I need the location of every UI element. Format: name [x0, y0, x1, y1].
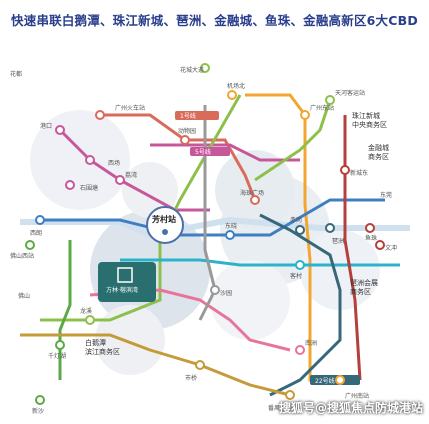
station-label: 龙溪	[80, 307, 92, 315]
station-dot	[35, 395, 45, 405]
area-baietan: 白鹅潭滨江商务区	[85, 338, 120, 356]
fangcun-hub	[146, 206, 184, 244]
station-label: 客村	[290, 272, 302, 280]
station-dot	[365, 223, 375, 233]
station-label: 花城大道	[180, 66, 204, 74]
metro-line-5b	[150, 143, 300, 162]
station-dot	[375, 240, 385, 250]
watermark: 搜狐号@搜狐焦点防城港站	[278, 401, 423, 415]
station-dot	[200, 63, 210, 73]
area-dongguan: 东莞	[380, 191, 392, 199]
station-dot	[180, 135, 190, 145]
station-label: 石围塘	[80, 184, 98, 192]
station-dot	[325, 223, 335, 233]
station-label: 西朗	[30, 229, 42, 237]
area-bubble	[210, 260, 290, 340]
area-pazhou: 琶洲会展商务区	[350, 278, 378, 296]
station-label: 机场北	[227, 82, 245, 90]
station-label: 赤岗	[290, 217, 302, 224]
station-label: 琶洲	[332, 238, 344, 245]
station-dot	[340, 165, 350, 175]
line1-badge	[175, 111, 219, 120]
station-label: 新沙	[32, 407, 44, 415]
station-dot	[25, 240, 35, 250]
station-label: 千灯湖	[48, 352, 66, 360]
station-label: 文冲	[385, 244, 397, 252]
station-label: 广州南站	[345, 392, 369, 400]
station-dot	[285, 390, 295, 400]
station-markers: 花城大道 机场北 广州火车站 广州东站 西场 动物园 石围塘 西朗 东晓 琶洲 …	[10, 63, 397, 415]
line1-label: 1号线	[180, 112, 196, 120]
station-dot	[295, 225, 305, 235]
station-dot	[295, 260, 305, 270]
station-dot	[300, 110, 310, 120]
station-label: 新城东	[350, 169, 368, 177]
station-dot	[55, 340, 65, 350]
area-financial: 金融城商务区	[368, 143, 389, 161]
station-label: 荔湾	[125, 171, 137, 179]
station-dot	[85, 155, 95, 165]
station-label: 市桥	[185, 374, 197, 382]
metro-line-green-b	[254, 99, 332, 182]
station-label: 港口	[40, 122, 52, 130]
station-label: 天河客运站	[335, 89, 365, 97]
area-bubble	[95, 305, 165, 375]
station-label: 广州火车站	[115, 104, 145, 112]
station-label: 番禺广场	[268, 404, 292, 412]
station-label: 鱼珠	[365, 234, 377, 242]
station-dot	[35, 215, 45, 225]
station-dot	[210, 285, 220, 295]
metro-line-ochre	[20, 333, 291, 397]
station-dot	[325, 95, 335, 105]
metro-line-darkred	[343, 115, 362, 381]
station-label: 佛山西站	[10, 252, 34, 260]
map-title: 快速串联白鹅潭、珠江新城、琶洲、金融城、鱼珠、金融高新区6大CBD	[11, 13, 418, 28]
metro-line-guangfo	[58, 240, 72, 380]
metro-line-teal	[259, 213, 342, 397]
station-dot	[227, 90, 237, 100]
logo-emblem	[117, 267, 133, 283]
metro-line-gray	[198, 105, 217, 321]
station-dot	[65, 180, 75, 190]
project-logo-text: 方林·榕滨湾	[106, 286, 138, 294]
station-dot	[95, 110, 105, 120]
station-label: 西场	[108, 159, 120, 167]
station-label: 海珠广场	[240, 189, 264, 197]
area-huadu: 花都	[10, 70, 22, 78]
station-dot	[195, 360, 205, 370]
station-dot	[250, 195, 260, 205]
station-label: 沙园	[220, 290, 232, 297]
transfer-icon	[162, 229, 168, 235]
area-foshan: 佛山	[18, 292, 30, 300]
station-dot	[225, 230, 235, 240]
station-label: 广州东站	[310, 104, 334, 112]
station-label: 南洲	[305, 339, 317, 347]
station-dot	[295, 345, 305, 355]
area-bubble	[30, 110, 130, 210]
station-dot	[115, 175, 125, 185]
area-bubble	[215, 150, 295, 230]
station-dot	[85, 315, 95, 325]
line5-label: 5号线	[195, 148, 211, 156]
station-label: 东晓	[225, 222, 237, 230]
station-label: 动物园	[178, 127, 196, 135]
line22-label: 22号线	[315, 377, 335, 385]
fangcun-label: 芳村站	[152, 214, 176, 224]
station-dot	[55, 125, 65, 135]
area-zhujiang: 珠江新城中央商务区	[352, 111, 387, 129]
line5-badge	[190, 147, 230, 156]
station-dot	[335, 375, 345, 385]
